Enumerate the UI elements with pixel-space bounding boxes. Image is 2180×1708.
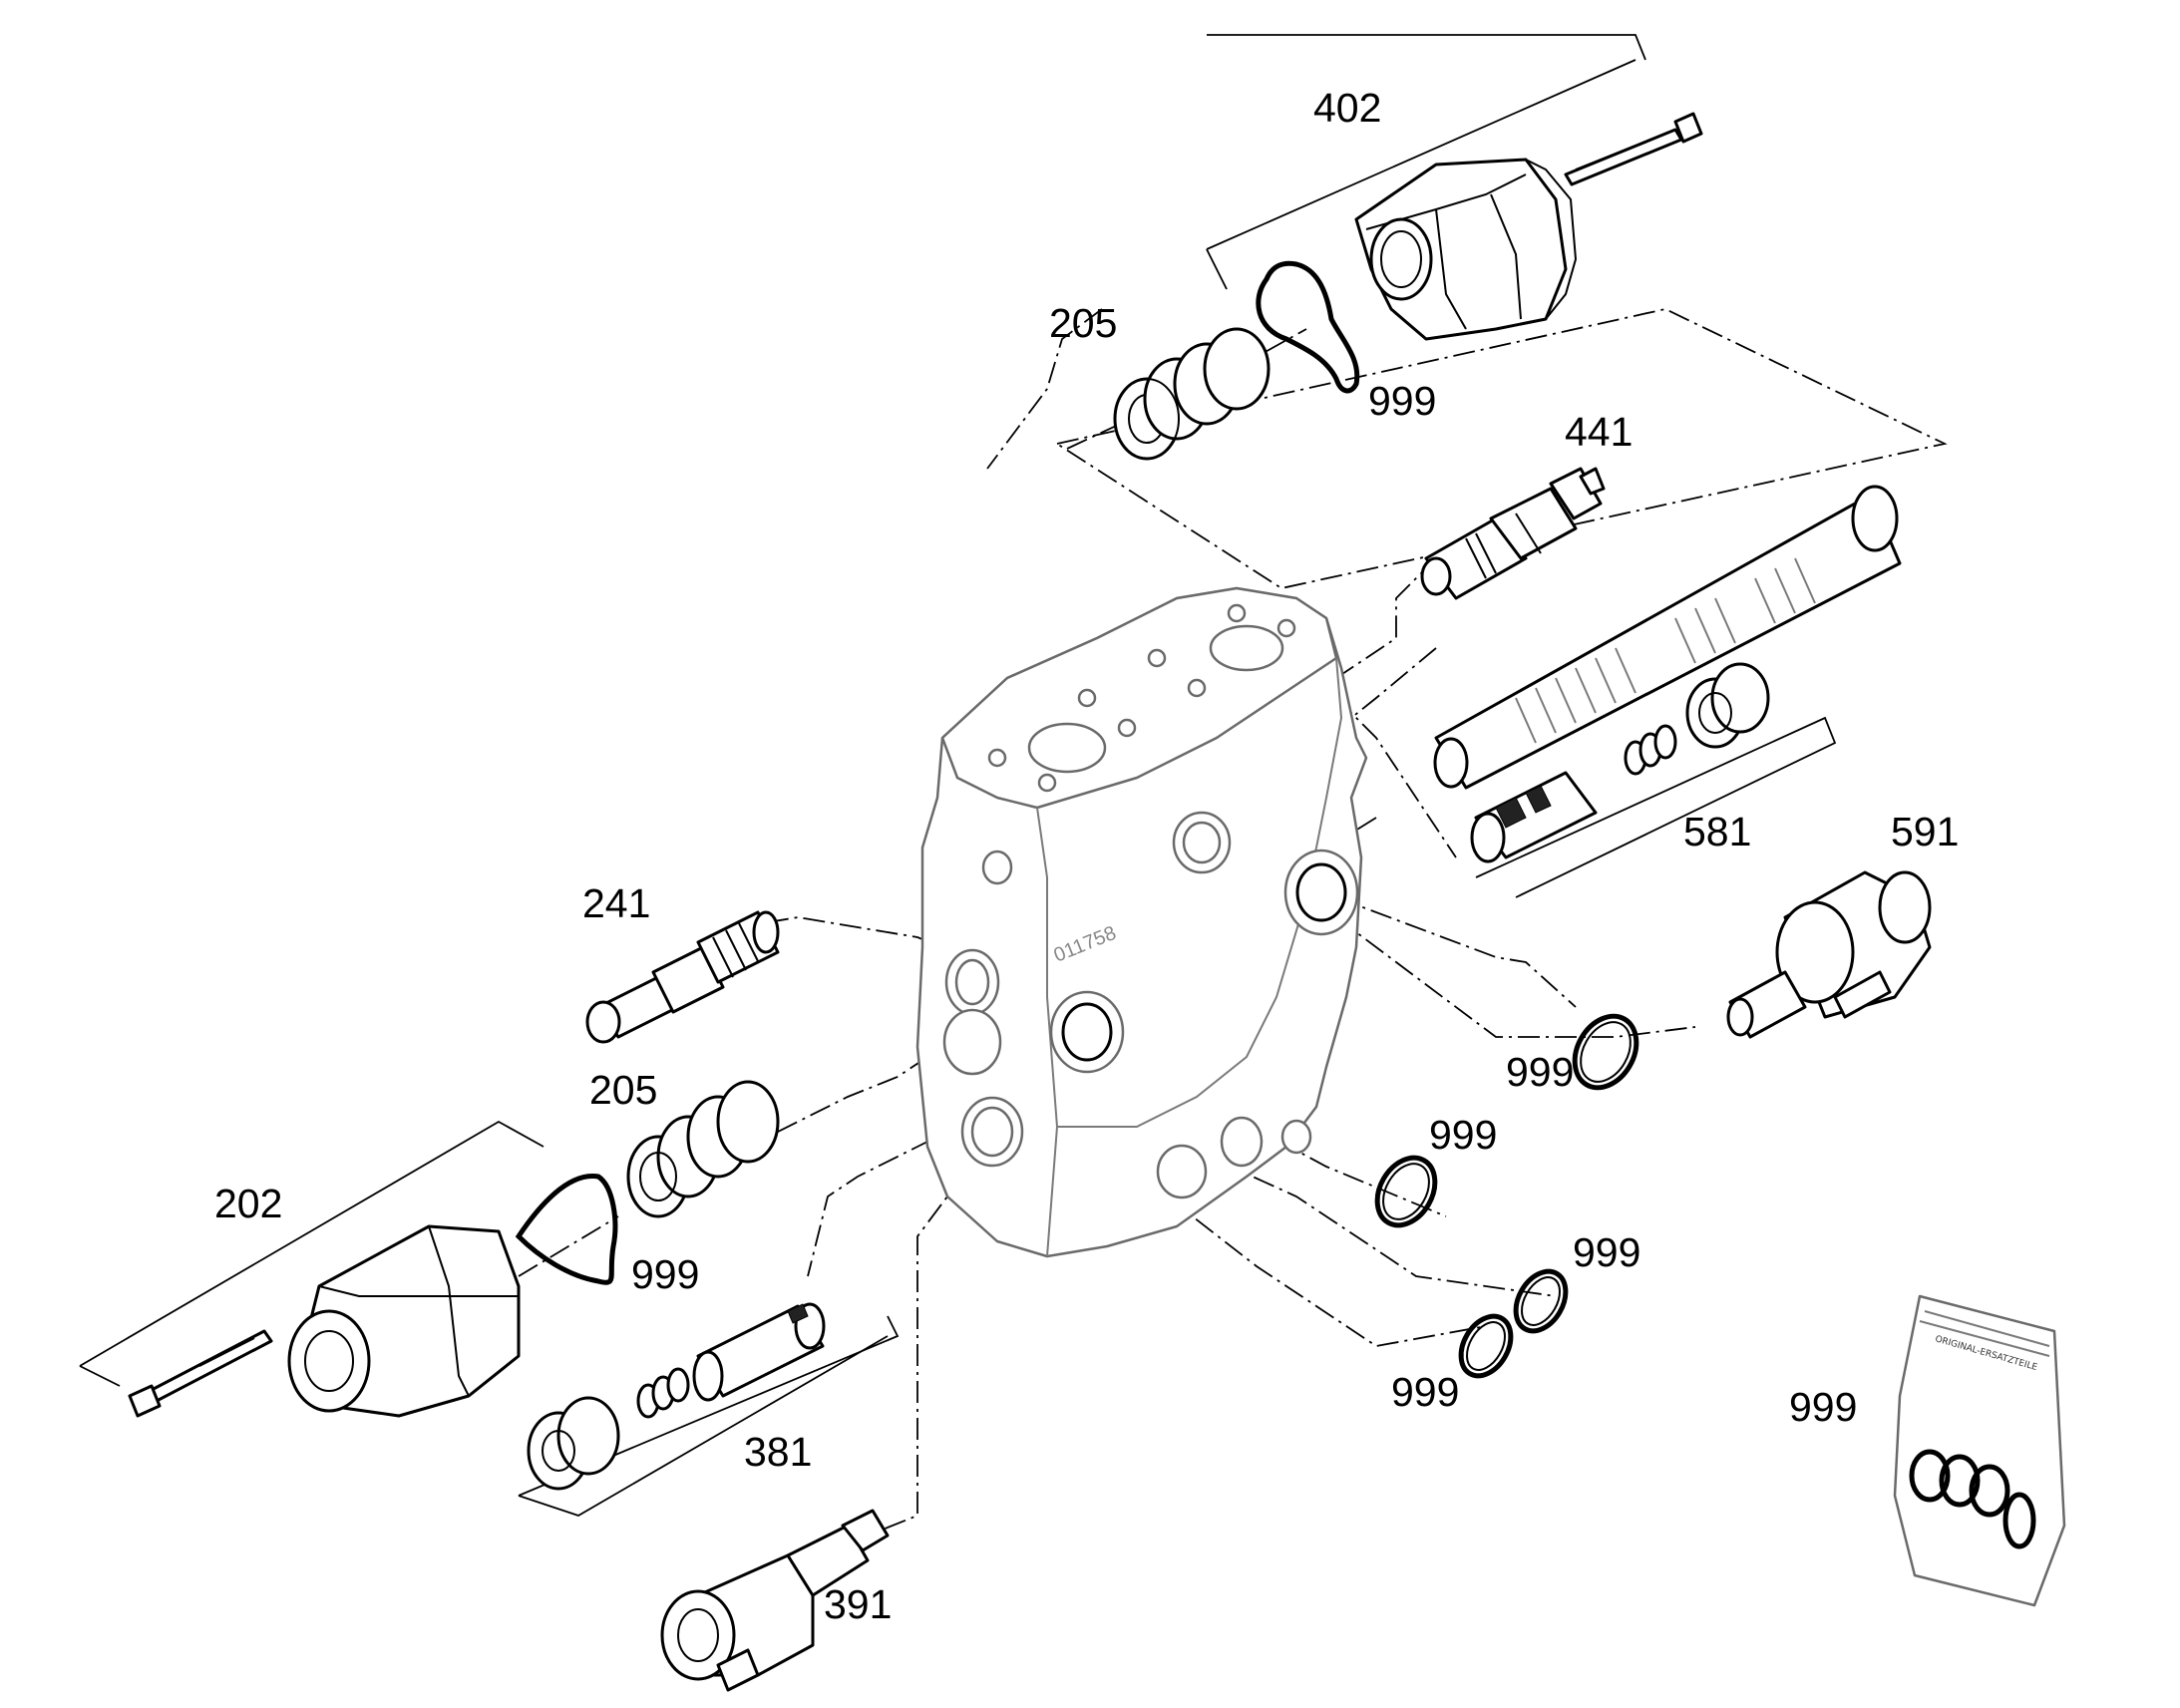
label-381: 381 <box>744 1429 812 1475</box>
part-381-cartridge <box>527 1302 826 1491</box>
label-999-r2: 999 <box>1429 1112 1497 1158</box>
part-spool <box>1433 485 1902 790</box>
part-205-spring-top <box>1113 327 1271 461</box>
label-591: 591 <box>1891 809 1959 854</box>
seal-kit-bag: ORIGINAL-ERSATZTEILE <box>1893 1294 2066 1607</box>
part-241-cartridge <box>585 910 780 1044</box>
label-999-mid: 999 <box>631 1251 699 1297</box>
label-999-top: 999 <box>1368 378 1436 424</box>
part-581-cartridge <box>1470 662 1770 863</box>
label-391: 391 <box>824 1581 892 1627</box>
label-581: 581 <box>1683 809 1751 854</box>
label-241: 241 <box>582 880 650 926</box>
part-402-cover <box>1256 112 1703 394</box>
part-591-solenoid <box>1726 870 1932 1039</box>
bracket-frames <box>79 34 1948 1517</box>
label-402: 402 <box>1313 85 1381 131</box>
label-205-mid: 205 <box>589 1067 657 1113</box>
valve-block: 011758 <box>915 586 1368 1258</box>
label-205-top: 205 <box>1049 300 1117 346</box>
label-999-r1: 999 <box>1506 1049 1574 1095</box>
label-202: 202 <box>214 1181 282 1226</box>
label-999-r3: 999 <box>1573 1229 1640 1275</box>
label-999-kit: 999 <box>1789 1384 1857 1430</box>
part-391-solenoid <box>660 1509 890 1692</box>
o-rings <box>1374 1013 1639 1379</box>
callout-labels: 402 205 999 441 581 591 241 205 202 999 … <box>214 85 1959 1627</box>
part-205-spring-mid <box>515 1080 780 1285</box>
part-202-cover <box>128 1224 521 1418</box>
part-441-cartridge <box>1420 467 1606 600</box>
label-441: 441 <box>1565 409 1633 455</box>
label-999-r4: 999 <box>1391 1369 1459 1415</box>
